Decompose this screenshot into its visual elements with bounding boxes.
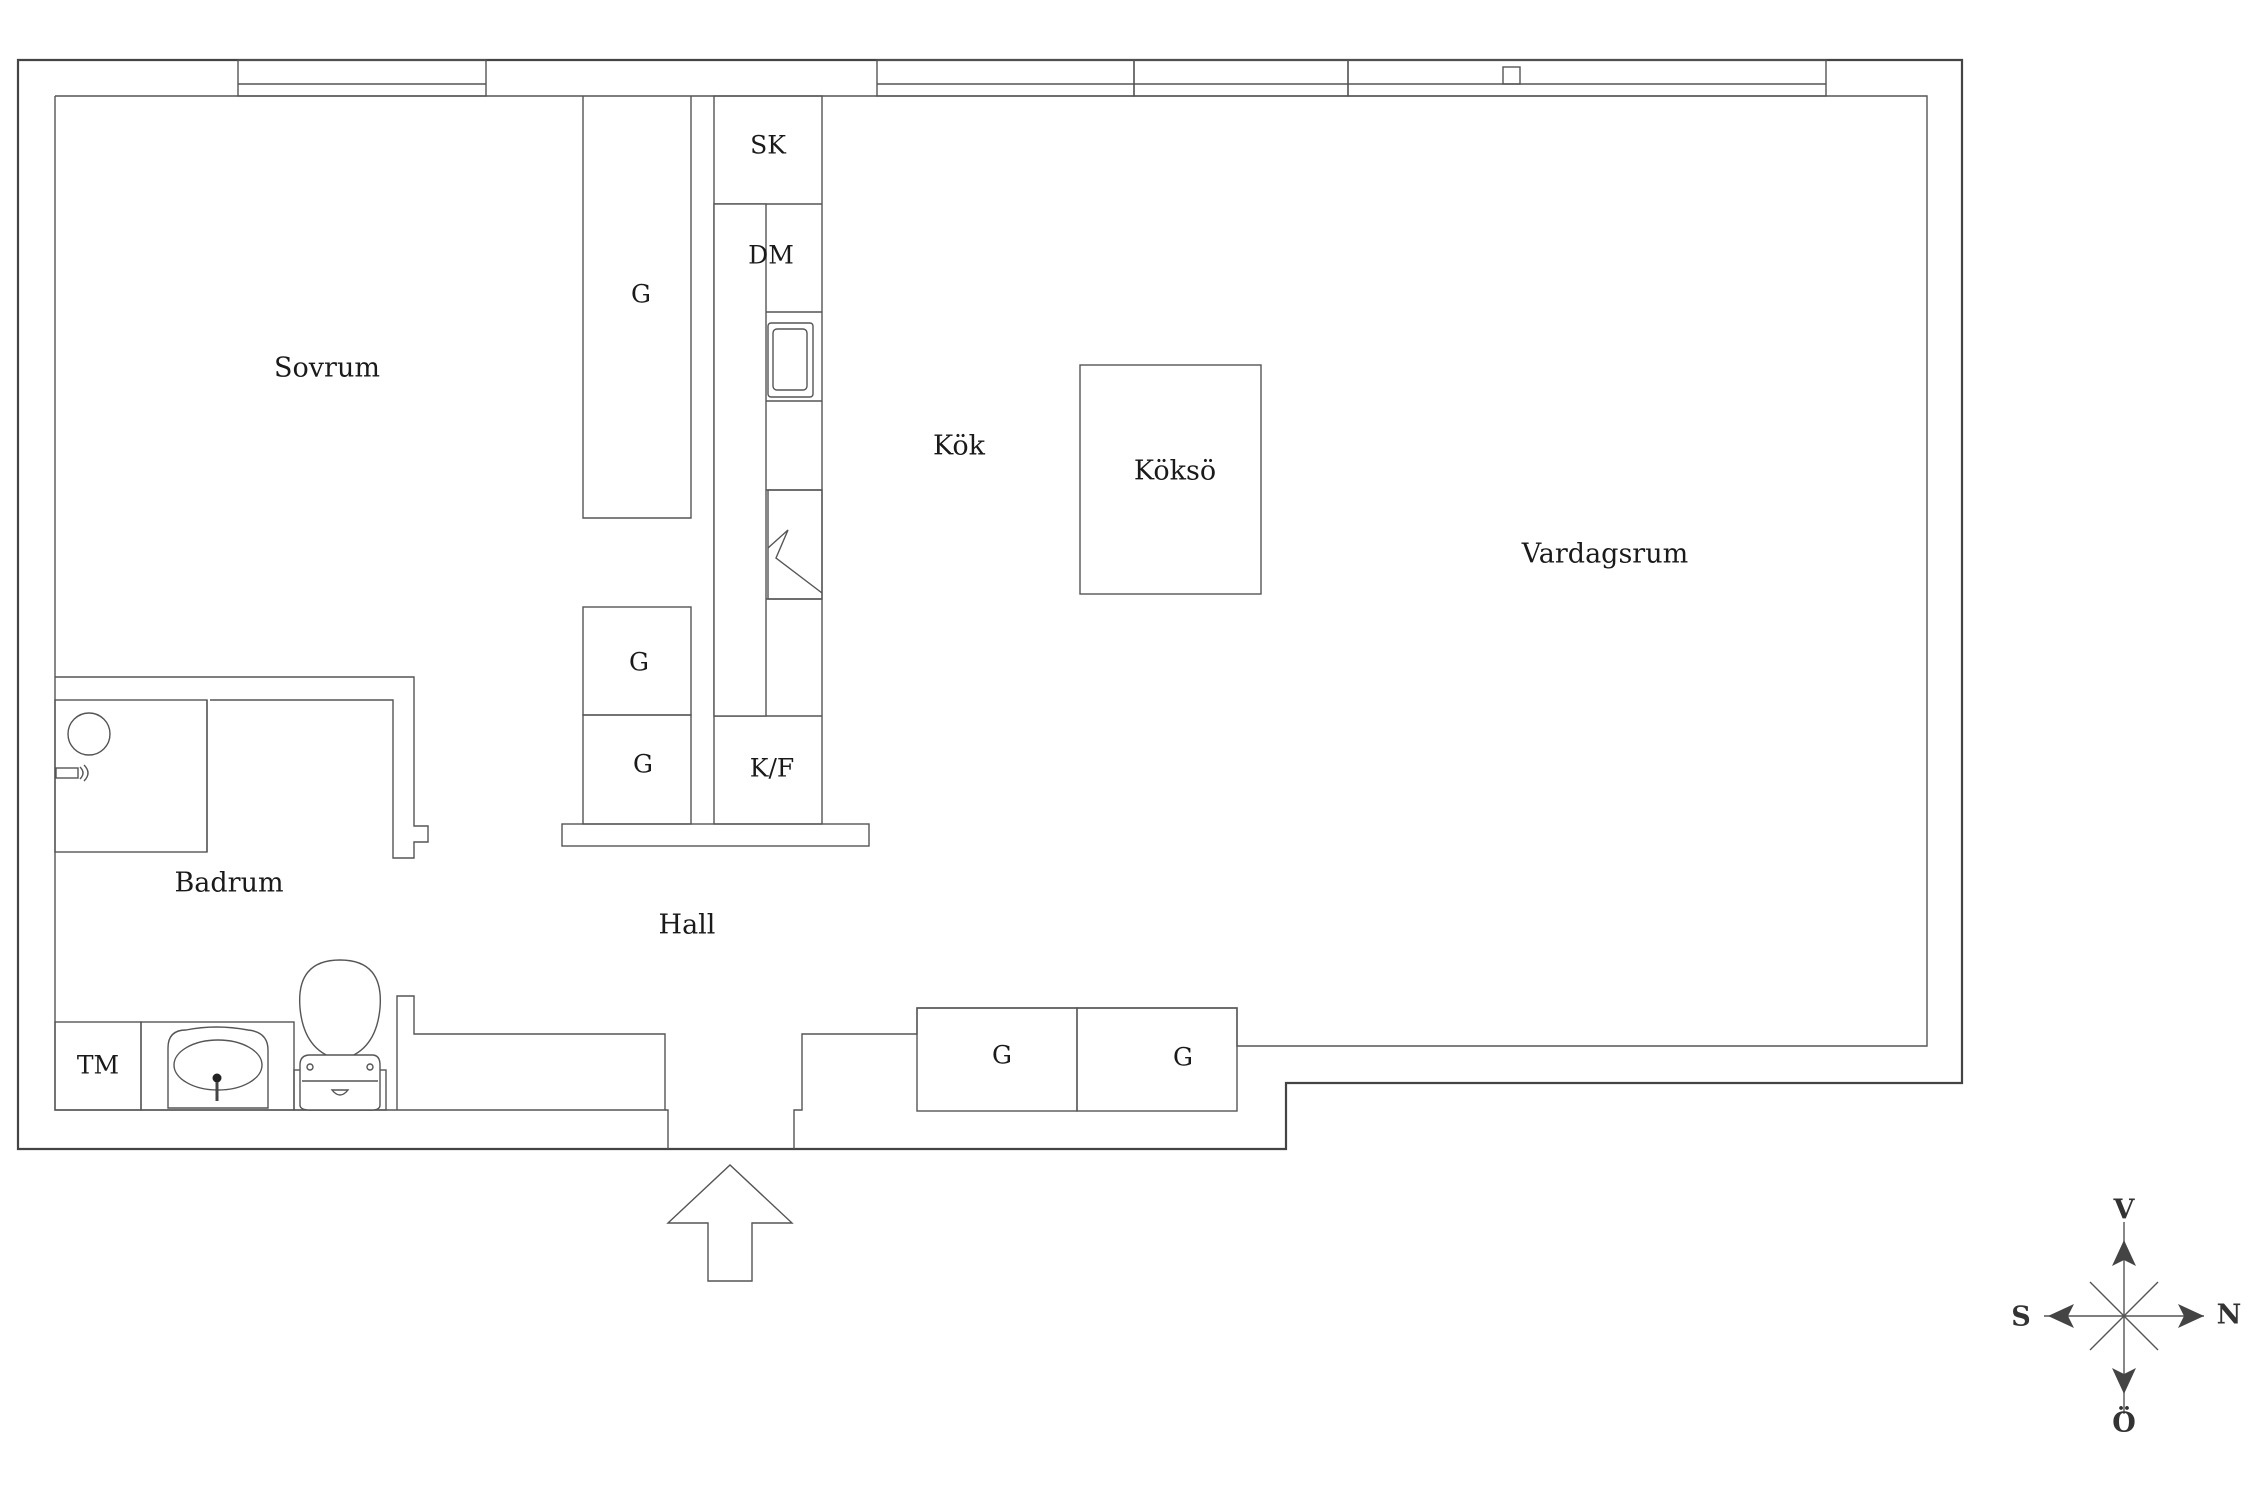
kitchen-island [1079,364,1262,595]
sink-cabinet [140,1021,295,1111]
compass-label-east: Ö [2112,1405,2136,1439]
wardrobe-upper [582,96,692,519]
room-label-hall: Hall [659,910,716,941]
washbasin-icon [167,1026,269,1109]
fixture-label-g-entry-left: G [992,1041,1012,1070]
entrance-arrow [666,1164,794,1282]
room-label-koksö: Köksö [1134,456,1216,487]
compass-label-south: S [2011,1302,2031,1333]
fixture-label-g-entry-right: G [1173,1043,1193,1072]
compass-label-north: N [2217,1300,2242,1331]
fixture-label-kf: K/F [750,754,794,783]
fixture-label-g-mid: G [629,648,649,677]
window-4 [1347,59,1827,97]
fixture-label-g-upper: G [631,280,651,309]
entry-left-jamb [665,1109,669,1149]
room-label-vardagsrum: Vardagsrum [1521,539,1688,570]
bedroom-partition [55,676,429,859]
room-label-kok: Kök [933,431,986,462]
fixture-label-tm: TM [77,1051,119,1080]
window-3 [1133,59,1349,97]
fixture-label-sk: SK [750,131,787,160]
hall-ledge [561,823,870,847]
shower-icon [54,699,208,853]
kitchen-peninsula [713,203,767,717]
compass-rose-icon [2044,1222,2204,1414]
room-label-sovrum: Sovrum [274,353,380,384]
kitchen-sink-icon [767,322,814,398]
window-1 [237,59,487,97]
window-2 [876,59,1135,97]
chimney-vent [1502,66,1521,85]
fixture-label-g-low: G [633,750,653,779]
room-label-badrum: Badrum [174,868,283,899]
compass-label-west: V [2113,1195,2136,1226]
oven-icon [767,489,823,600]
fixture-label-dm: DM [748,241,794,270]
toilet-icon [293,959,387,1111]
entry-closet-right [1076,1007,1238,1112]
outer-wall [16,58,1964,1151]
inner-wall-left [54,96,666,1111]
